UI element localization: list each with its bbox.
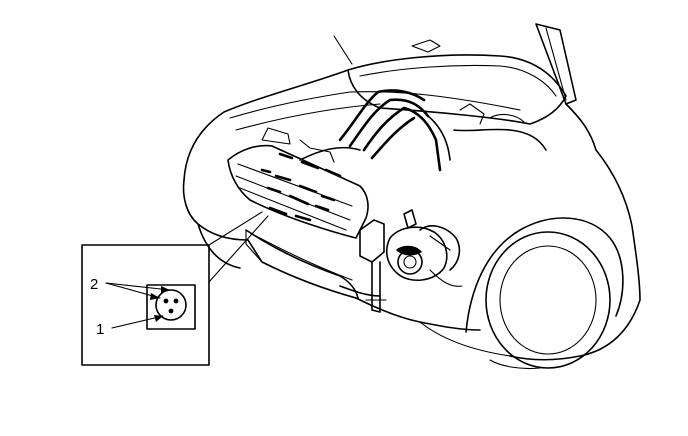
callout-label-2: 2 <box>90 276 98 293</box>
front-bumper <box>245 229 359 299</box>
callout-label-1: 1 <box>96 321 104 338</box>
inset-pointer-lines <box>208 211 269 283</box>
car-body <box>182 69 641 361</box>
front-grille <box>227 127 369 239</box>
engine-bay-wiring <box>299 89 547 172</box>
connector-inset <box>81 244 210 366</box>
hood-leader-line <box>333 35 353 65</box>
ac-compressor <box>339 209 463 313</box>
callout-leaders <box>105 282 171 329</box>
front-wheel <box>465 217 624 370</box>
